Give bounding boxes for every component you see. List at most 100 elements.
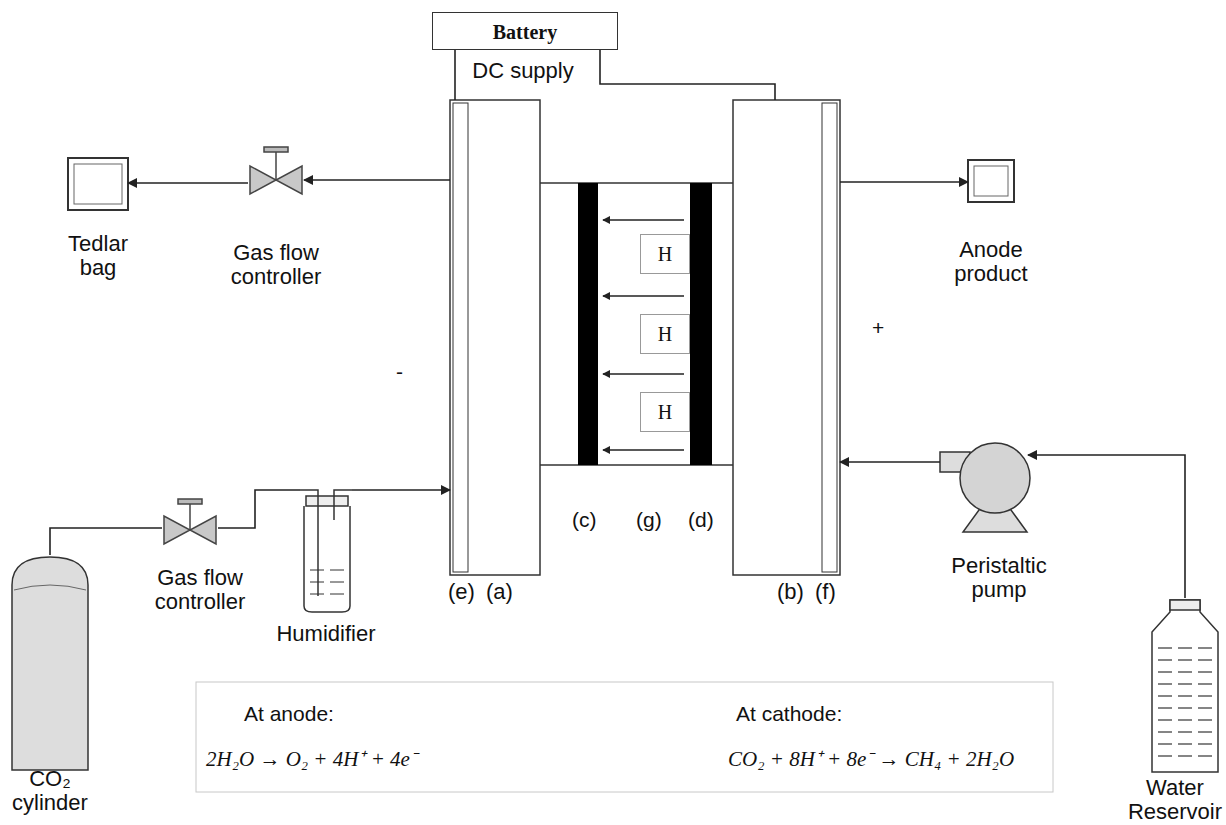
water-line — [1178, 719, 1192, 720]
water-line — [1158, 719, 1172, 720]
connector — [352, 489, 450, 491]
node-caption: (e) — [448, 580, 482, 604]
connector — [840, 461, 940, 463]
water-line — [1198, 647, 1212, 648]
product-node: Anode product — [968, 160, 1014, 202]
reservoir-node: Water Reservoir — [1150, 598, 1220, 772]
water-line — [1178, 659, 1192, 660]
polarity-sign: - — [396, 360, 403, 383]
node-caption: Humidifier — [256, 622, 396, 646]
end-plate — [453, 103, 468, 572]
equation-panel — [196, 682, 1053, 792]
water-line — [1178, 695, 1192, 696]
water-line — [1158, 743, 1172, 744]
water-line — [1158, 671, 1172, 672]
water-line — [1198, 695, 1212, 696]
water-line — [1178, 731, 1192, 732]
cylinder-shoulder — [14, 585, 86, 590]
bag-node: Tedlar bag — [68, 158, 128, 210]
bag-icon — [68, 158, 128, 210]
equation-box: At anode: 2H₂O → O₂ + 4H⁺ + 4e⁻ At cathode… — [196, 682, 1053, 792]
water-line — [1158, 647, 1172, 648]
product-icon — [968, 160, 1014, 202]
valve-symbol — [250, 147, 302, 194]
water-line — [1178, 683, 1192, 684]
node-text: H — [641, 323, 689, 345]
water-line — [1178, 647, 1192, 648]
connector — [1028, 455, 1185, 598]
water-line — [1178, 743, 1192, 744]
cylinder-node: CO₂ cylinder — [12, 555, 88, 770]
node-text: H — [641, 243, 689, 265]
part-label: (g) — [636, 508, 662, 531]
cathode-plate-node: (e)(a) — [450, 100, 540, 575]
polarity-sign: + — [872, 316, 884, 339]
humidifier-bottle — [300, 490, 352, 612]
cathode-electrode — [578, 183, 598, 465]
water-line — [1198, 659, 1212, 660]
water-line — [1158, 731, 1172, 732]
node-caption: Gas flow controller — [140, 566, 260, 614]
anode-electrode — [690, 183, 712, 465]
water-line — [1158, 683, 1172, 684]
proton-box: H — [640, 314, 690, 354]
node-caption: Gas flow controller — [216, 241, 336, 289]
water-line — [1178, 671, 1192, 672]
gas-cylinder — [12, 557, 88, 770]
water-line — [1198, 755, 1212, 756]
node-caption: Peristaltic pump — [940, 554, 1058, 602]
node-text: 2H₂O → O₂ + 4H⁺ + 4e⁻ — [206, 748, 417, 771]
node-caption: (a) — [486, 580, 520, 604]
end-plate — [822, 103, 837, 572]
battery-box: BatteryDC supply — [432, 12, 618, 50]
water-line — [1158, 659, 1172, 660]
node-caption: (f) — [815, 580, 849, 604]
connector — [600, 50, 775, 100]
pump-symbol — [940, 443, 1030, 532]
connector — [840, 181, 968, 183]
water-line — [1198, 671, 1212, 672]
connector — [304, 179, 450, 181]
part-label: (d) — [688, 508, 714, 531]
water-line — [1158, 695, 1172, 696]
part-label: (c) — [572, 508, 597, 531]
bag-icon-inner — [74, 164, 122, 204]
node-text: At anode: — [244, 702, 334, 725]
humidifier-node: Humidifier — [300, 478, 352, 614]
water-line — [1178, 755, 1192, 756]
proton-box: H — [640, 234, 690, 274]
product-icon-inner — [974, 166, 1008, 196]
anode-plate — [733, 100, 840, 575]
proton-box: H — [640, 392, 690, 432]
node-text: At cathode: — [736, 702, 842, 725]
water-line — [1198, 743, 1212, 744]
water-line — [1198, 683, 1212, 684]
node-caption: CO₂ cylinder — [2, 767, 98, 815]
connector — [218, 490, 300, 528]
water-line — [1158, 707, 1172, 708]
connector — [50, 528, 162, 555]
water-line — [1178, 707, 1192, 708]
node-caption: (b) — [777, 580, 811, 604]
valve-symbol — [164, 499, 216, 544]
water-line — [1198, 731, 1212, 732]
connector — [128, 182, 248, 184]
node-text: CO₂ + 8H⁺ + 8e⁻ → CH₄ + 2H₂O — [728, 748, 1014, 771]
node-caption: Water Reservoir — [1125, 776, 1225, 824]
valve-node: Gas flow controller — [162, 506, 218, 554]
node-text: H — [641, 401, 689, 423]
water-line — [1158, 755, 1172, 756]
node-caption: Anode product — [936, 238, 1046, 286]
anode-plate-node: (b)(f) — [733, 100, 840, 575]
water-line — [1198, 719, 1212, 720]
cathode-plate — [450, 100, 540, 575]
node-text: Battery — [433, 21, 617, 43]
node-caption: DC supply — [433, 59, 613, 83]
valve-node: Gas flow controller — [248, 145, 304, 193]
water-line — [1198, 707, 1212, 708]
water-reservoir — [1152, 600, 1218, 772]
pump-node: Peristaltic pump — [940, 438, 1028, 533]
